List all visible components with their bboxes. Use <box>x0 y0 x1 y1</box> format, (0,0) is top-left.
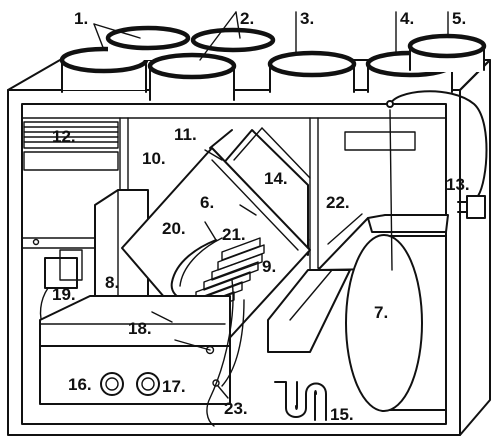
label-22: 22. <box>326 193 350 212</box>
leader-lines <box>93 11 449 399</box>
label-21: 21. <box>222 225 246 244</box>
label-8: 8. <box>105 273 119 292</box>
screw-23 <box>205 345 220 387</box>
label-5: 5. <box>452 9 466 28</box>
bypass-damper-housing <box>344 131 416 151</box>
duct-collar-3 <box>267 50 357 94</box>
label-14: 14. <box>264 169 288 188</box>
control-box-18 <box>39 295 231 347</box>
drain-pipe-15 <box>274 381 327 421</box>
label-18: 18. <box>128 319 152 338</box>
power-cable-13 <box>386 90 488 219</box>
label-19: 19. <box>52 285 76 304</box>
callout-labels: 1. 2. 3. 4. 5. 6. 7. 8. 9. 10. 11. 12. 1… <box>52 9 470 424</box>
knob-17 <box>136 372 160 396</box>
label-13: 13. <box>446 175 470 194</box>
label-23: 23. <box>224 399 248 418</box>
knob-16 <box>100 372 124 396</box>
label-17: 17. <box>162 377 186 396</box>
fan-7 <box>345 234 447 412</box>
label-3: 3. <box>300 9 314 28</box>
label-4: 4. <box>400 9 414 28</box>
filter-12 <box>23 121 119 171</box>
duct-collar-1b <box>105 25 191 60</box>
label-1: 1. <box>74 9 88 28</box>
connecting-duct <box>267 269 351 353</box>
label-7: 7. <box>374 303 388 322</box>
duct-collar-2b <box>147 52 237 101</box>
label-6: 6. <box>200 193 214 212</box>
internal-wiring <box>206 109 393 427</box>
label-12: 12. <box>52 127 76 146</box>
damper-box-8 <box>94 189 149 301</box>
label-16: 16. <box>68 375 92 394</box>
label-10: 10. <box>142 149 166 168</box>
actuator-19 <box>39 249 83 329</box>
label-2: 2. <box>240 9 254 28</box>
label-9: 9. <box>262 257 276 276</box>
duct-collar-5 <box>407 33 487 72</box>
label-15: 15. <box>330 405 354 424</box>
label-20: 20. <box>162 219 186 238</box>
label-11: 11. <box>174 125 197 144</box>
